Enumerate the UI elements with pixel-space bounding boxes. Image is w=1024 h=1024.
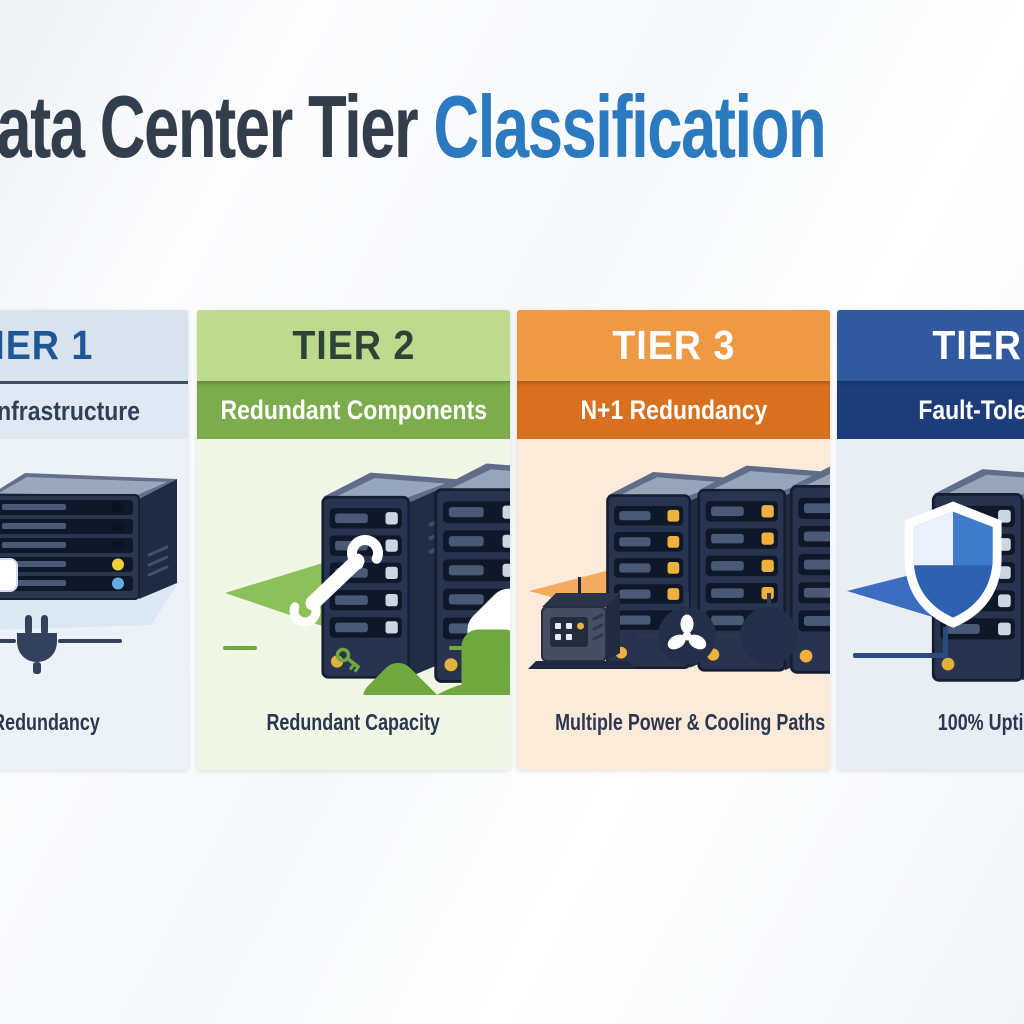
- tier-3-subtitle-band: N+1 Redundancy: [517, 381, 830, 439]
- tier-2-header: TIER 2: [197, 310, 510, 381]
- tier-3-caption: Multiple Power & Cooling Paths: [555, 709, 826, 735]
- page-title-accent: Classification: [433, 77, 826, 176]
- tier-4-subtitle-band: Fault-Tolerant: [837, 381, 1024, 439]
- wrench-icon: [289, 535, 383, 627]
- tier-1-subtitle: Basic Infrastructure: [0, 396, 140, 426]
- shield-icon: [904, 501, 1002, 628]
- tower-servers-icon: [223, 443, 510, 695]
- tier-4-name: TIER 4: [932, 322, 1024, 368]
- tier-2-card: TIER 2 Redundant Components: [197, 310, 510, 770]
- tier-1-subtitle-band: Basic Infrastructure: [0, 381, 188, 439]
- power-plug-icon: [0, 615, 122, 674]
- tier-3-card: TIER 3 N+1 Redundancy: [517, 310, 830, 770]
- tier-2-name: TIER 2: [292, 322, 415, 368]
- power-connector-icon: [0, 558, 18, 592]
- tier-3-header: TIER 3: [517, 310, 830, 381]
- rack-server-icon: [0, 473, 177, 674]
- page-title: Data Center Tier Classification: [0, 76, 827, 178]
- tier-4-body: 100% Uptime: [837, 439, 1024, 770]
- tier-3-subtitle: N+1 Redundancy: [580, 394, 767, 425]
- tower-servers-icon: [528, 443, 830, 695]
- tier-4-subtitle: Fault-Tolerant: [917, 394, 1024, 425]
- tier-4-card: TIER 4 Fault-Tolerant: [837, 310, 1024, 770]
- tier-2-caption: Redundant Capacity: [266, 709, 441, 735]
- gears-key-icon: [223, 624, 510, 695]
- tier-1-header: TIER 1: [0, 310, 188, 381]
- ups-unit-icon: [528, 577, 636, 669]
- tier-1-name: TIER 1: [0, 322, 93, 368]
- tier-1-card: TIER 1 Basic Infrastructure: [0, 310, 188, 770]
- tier-1-body: No Redundancy: [0, 439, 188, 770]
- tier-1-caption: No Redundancy: [0, 709, 100, 735]
- tier-cards-row: TIER 1 Basic Infrastructure: [0, 310, 1024, 770]
- tower-servers-icon: [847, 443, 1024, 695]
- lightning-icon: [740, 607, 798, 665]
- tier-2-body: Redundant Capacity: [197, 439, 510, 770]
- tier-2-subtitle-band: Redundant Components: [197, 381, 510, 439]
- page-title-dark: Data Center Tier: [0, 77, 434, 176]
- tier-4-caption: 100% Uptime: [937, 709, 1024, 735]
- key-icon: [335, 647, 360, 673]
- tier-3-name: TIER 3: [612, 322, 735, 368]
- tier-3-body: Multiple Power & Cooling Paths: [517, 439, 830, 770]
- tier-2-subtitle: Redundant Components: [220, 394, 487, 425]
- fan-icon: [658, 607, 716, 665]
- tier-4-header: TIER 4: [837, 310, 1024, 381]
